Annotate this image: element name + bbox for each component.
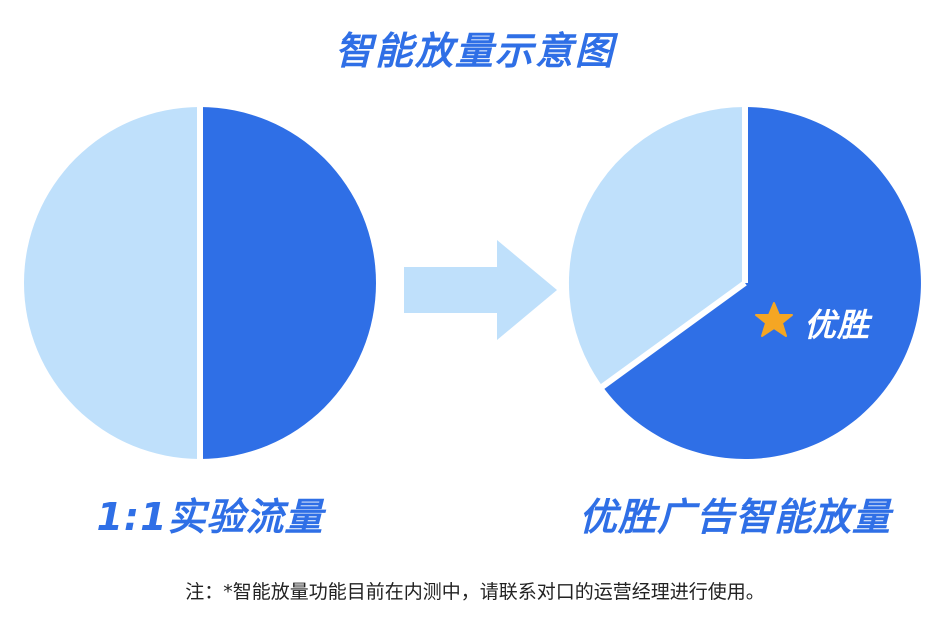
winner-ad-slice [602,107,921,459]
other-ad-slice [568,106,745,387]
diagram-title: 智能放量示意图 [334,29,615,73]
smart-allocation-caption: 优胜广告智能放量 [578,495,891,539]
smart-pie [568,103,921,459]
experiment-slice-b [200,107,376,459]
experiment-pie [24,103,376,463]
star-icon [755,302,793,337]
pie-divider [597,280,747,392]
right-arrow-icon [404,240,557,340]
winner-label: 优胜 [804,306,871,344]
experiment-slice-a [24,107,200,459]
footnote: 注：*智能放量功能目前在内测中，请联系对口的运营经理进行使用。 [185,581,765,603]
experiment-caption: 1:1实验流量 [96,495,324,539]
